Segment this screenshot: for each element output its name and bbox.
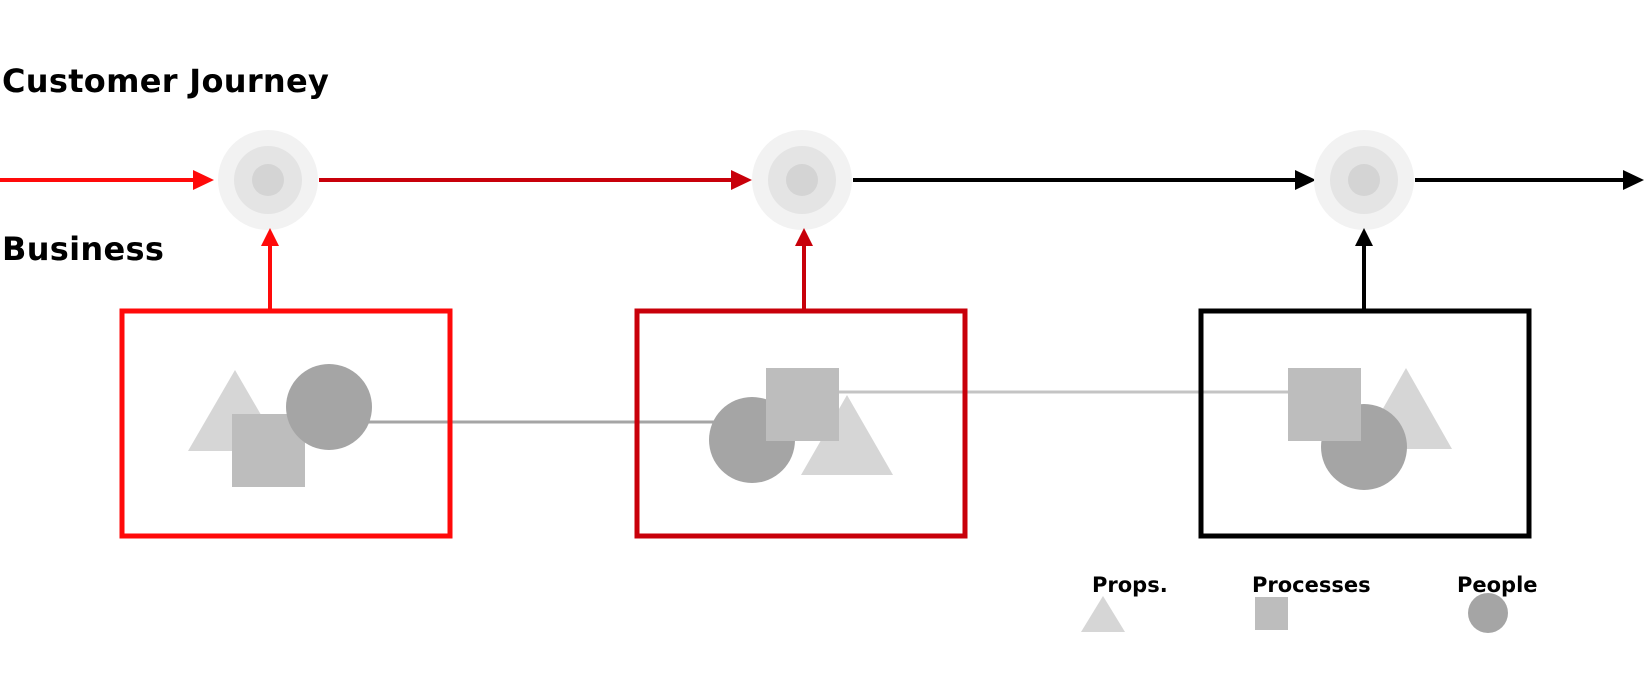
touchpoint-1: [218, 130, 318, 230]
customer-journey-label: Customer Journey: [2, 62, 330, 100]
legend: [1081, 593, 1508, 633]
stage-1-people-shape: [286, 364, 372, 450]
legend-people-label: People: [1457, 573, 1538, 597]
journey-arrowhead-4: [1623, 170, 1644, 190]
business-to-touchpoint-arrows: [261, 228, 1373, 311]
element-connectors: [330, 390, 1300, 424]
journey-arrowhead-2: [731, 170, 752, 190]
stage-1-up-arrowhead: [261, 228, 279, 246]
stage-3-up-arrowhead: [1355, 228, 1373, 246]
stage-1-box: [119, 308, 453, 539]
journey-arrowhead-1: [193, 170, 214, 190]
stage-2-up-arrowhead: [795, 228, 813, 246]
legend-props-icon: [1081, 596, 1125, 632]
legend-props-label: Props.: [1092, 573, 1168, 597]
stage-2-process-shape: [766, 368, 839, 441]
legend-processes-icon: [1255, 597, 1288, 630]
business-label: Business: [2, 230, 165, 268]
touchpoint-2: [752, 130, 852, 230]
journey-arrowhead-3: [1295, 170, 1316, 190]
stage-3-box: [1198, 308, 1532, 539]
touchpoint-3: [1314, 130, 1414, 230]
customer-journey-timeline: [0, 170, 1644, 190]
stage-2-props-shape: [801, 395, 893, 475]
legend-processes-label: Processes: [1252, 573, 1371, 597]
legend-people-icon: [1468, 593, 1508, 633]
stage-3-process-shape: [1288, 368, 1361, 441]
stage-2-box: [634, 308, 968, 539]
